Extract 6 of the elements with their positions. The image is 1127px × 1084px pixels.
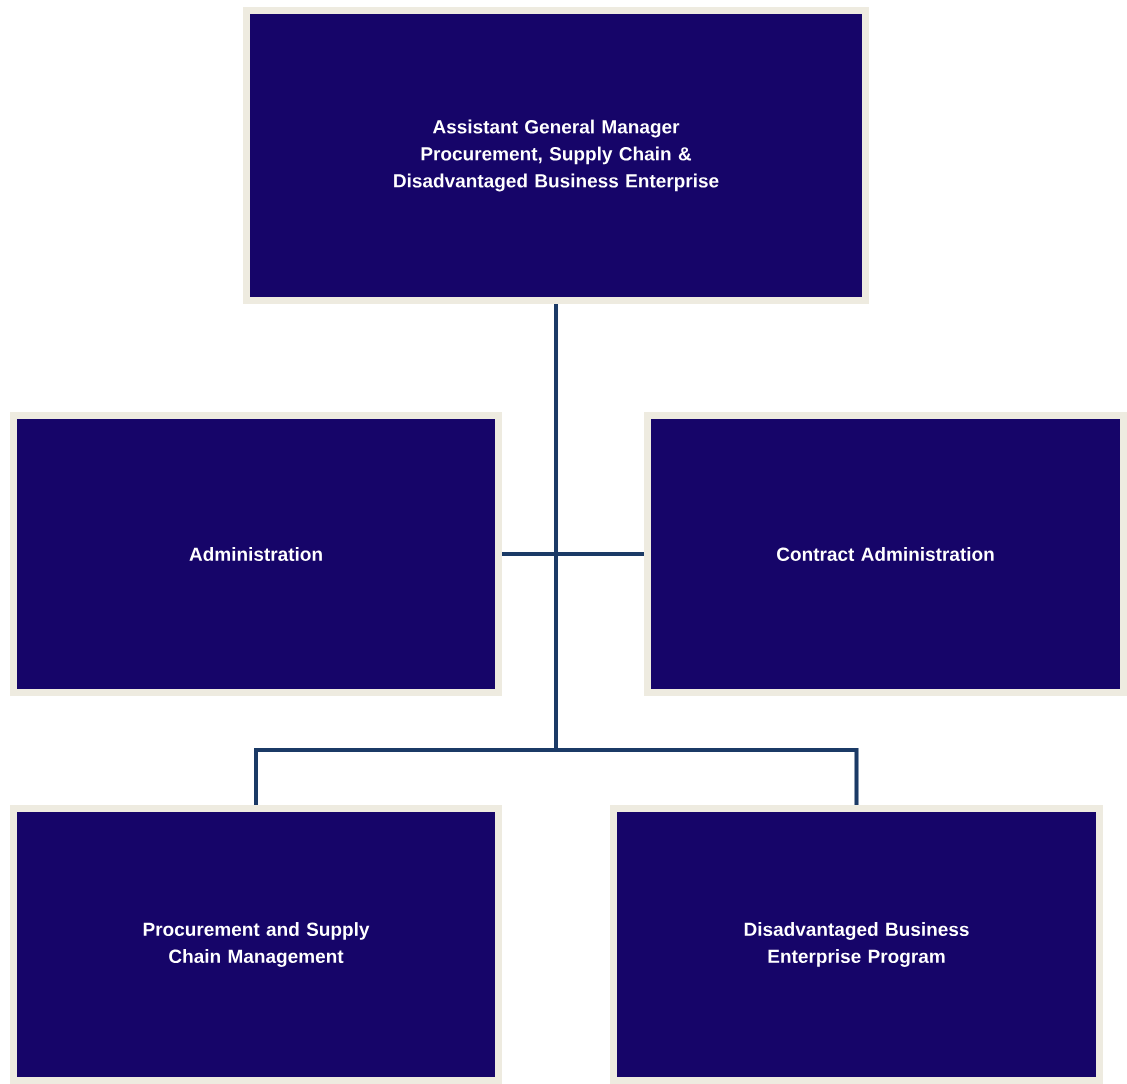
connector-line <box>554 304 859 805</box>
org-box: Administration <box>10 412 502 696</box>
org-box: Procurement and Supply Chain Management <box>10 805 502 1084</box>
org-box: Disadvantaged Business Enterprise Program <box>610 805 1103 1084</box>
org-box: Contract Administration <box>644 412 1127 696</box>
org-box: Assistant General Manager Procurement, Supply Chain & Disadvantaged Business Enterprise <box>243 7 869 304</box>
